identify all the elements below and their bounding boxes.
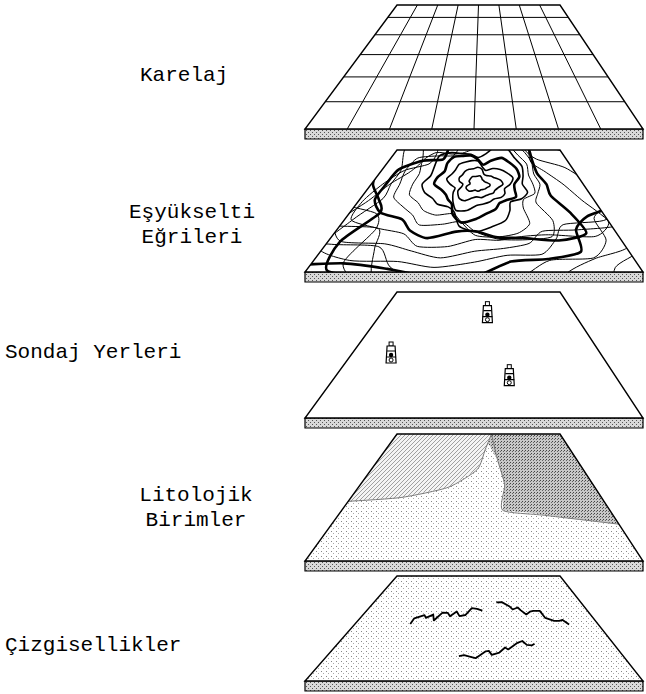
layer-content: [386, 302, 514, 386]
layer-surface: [305, 576, 643, 681]
grid-line: [388, 17, 569, 18]
layer-label: Karelaj: [140, 63, 228, 88]
drill-rig-icon: [482, 302, 492, 323]
layer-content: [325, 5, 625, 129]
layer-content: [220, 15, 646, 326]
contour-line: [269, 66, 640, 326]
layer-slab: [305, 561, 643, 571]
layer-content: [410, 602, 569, 658]
map-layer: [305, 5, 643, 139]
layer-slab: [305, 418, 643, 428]
lineament-line: [496, 602, 569, 624]
unit-boundary: [492, 434, 619, 524]
grid-line: [432, 5, 458, 129]
contour-line: [226, 26, 646, 319]
contour-line: [304, 86, 628, 314]
layer-surface: [305, 5, 643, 129]
contour-line: [245, 45, 646, 325]
grid-line: [390, 5, 438, 129]
grid-line: [360, 54, 593, 55]
layer-label: Litolojik Birimler: [127, 483, 266, 533]
layer-slab: [305, 129, 643, 139]
layer-content: [305, 428, 643, 561]
contour-line: [335, 103, 623, 258]
contour-line: [409, 133, 535, 237]
layer-slab: [305, 272, 643, 282]
contour-line: [458, 167, 503, 200]
lineament-line: [459, 641, 535, 658]
layer-label: Eşyükselti Eğrileri: [123, 200, 262, 250]
unit-boundary: [348, 434, 491, 501]
grid-line: [375, 34, 580, 35]
layer-surface: [305, 150, 643, 272]
layer-outline: [305, 5, 643, 129]
map-layer: [305, 576, 643, 691]
grid-line: [344, 76, 609, 77]
grid-line: [519, 5, 558, 129]
layer-outline: [305, 292, 643, 418]
grid-line: [325, 101, 625, 102]
grid-line: [540, 5, 601, 129]
drill-rig-icon: [386, 342, 396, 363]
grid-line: [474, 5, 479, 129]
contour-line: [434, 155, 519, 222]
contour-line: [326, 88, 616, 281]
contour-line: [466, 176, 490, 191]
contour-line: [422, 145, 528, 231]
contour-line: [351, 106, 609, 247]
lineament-line: [410, 608, 482, 624]
map-layer: [305, 428, 643, 571]
drill-rig-icon: [504, 365, 514, 386]
grid-line: [347, 5, 417, 129]
layer-outline: [305, 576, 643, 681]
contour-line: [394, 120, 555, 240]
lithology-unit: [333, 428, 491, 504]
layer-outline: [305, 434, 643, 561]
layer-outline: [305, 150, 643, 272]
layer-label: Çizgisellikler: [5, 633, 181, 658]
map-layer: [220, 15, 646, 326]
lithology-unit: [489, 428, 634, 526]
contour-line: [375, 113, 587, 241]
layer-surface: [305, 292, 643, 418]
contour-line: [447, 160, 513, 211]
layer-slab: [305, 681, 643, 691]
grid-line: [499, 5, 516, 129]
contour-line: [220, 15, 646, 310]
layer-label: Sondaj Yerleri: [5, 340, 181, 365]
map-layer: [305, 292, 643, 428]
